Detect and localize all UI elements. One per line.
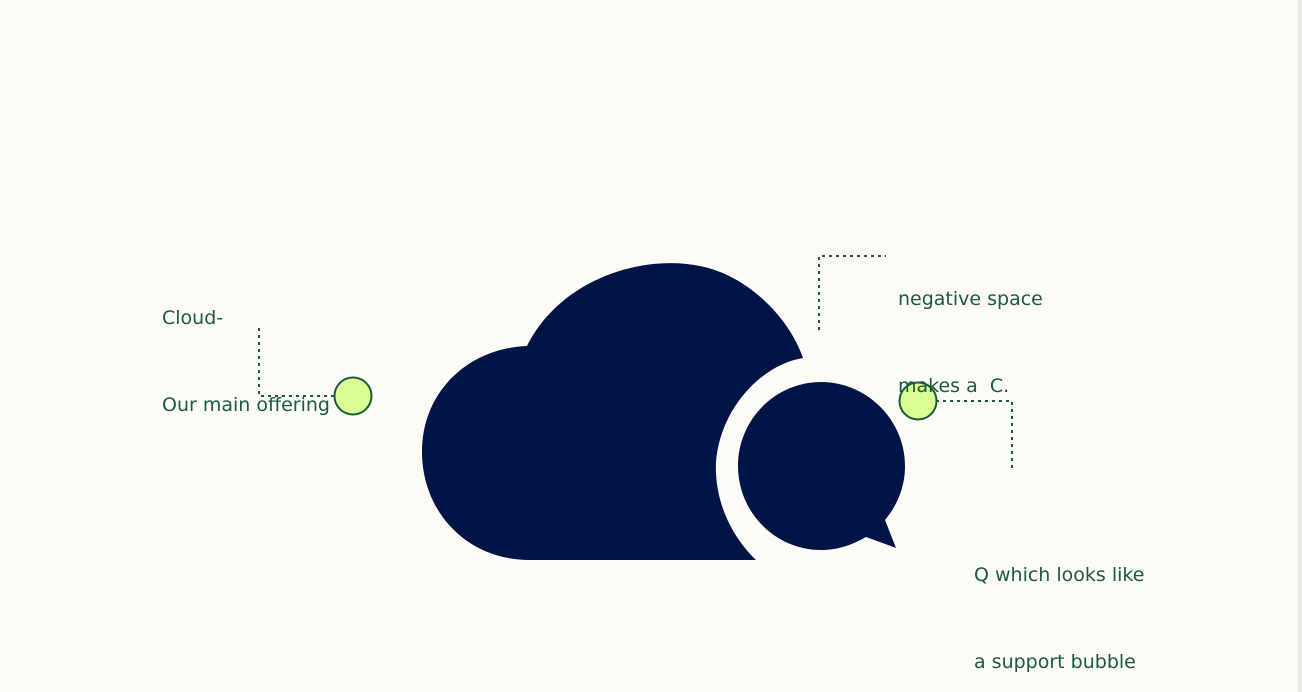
bubble-annotation-line2: a support bubble xyxy=(974,651,1136,673)
cloud-marker-icon xyxy=(333,376,373,416)
speech-bubble-icon xyxy=(738,382,905,550)
bubble-marker-icon xyxy=(898,381,938,421)
bubble-connector-line xyxy=(936,400,1013,470)
cloud-icon xyxy=(422,263,803,560)
negative-space-annotation-line2: makes a C. xyxy=(898,375,1010,397)
negative-space-annotation: negative space makes a C. xyxy=(898,227,1043,430)
cloud-annotation: Cloud- Our main offering xyxy=(162,246,330,449)
bubble-annotation-line1: Q which looks like xyxy=(974,564,1145,586)
cloud-annotation-line1: Cloud- xyxy=(162,307,224,329)
right-edge-border xyxy=(1298,0,1302,692)
bubble-annotation: Q which looks like a support bubble xyxy=(974,503,1144,692)
cloud-connector-line xyxy=(258,328,334,397)
negative-space-annotation-line1: negative space xyxy=(898,288,1043,310)
negative-space-connector-line xyxy=(818,255,886,330)
cloud-annotation-line2: Our main offering xyxy=(162,394,330,416)
